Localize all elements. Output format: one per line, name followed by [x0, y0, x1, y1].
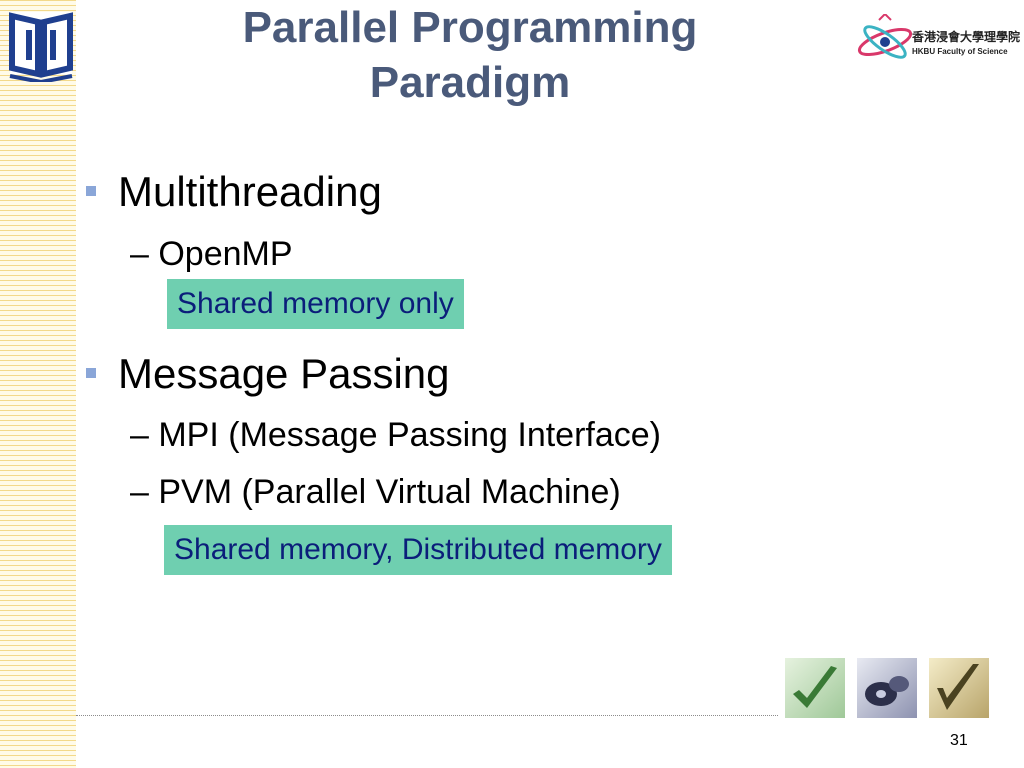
subitem-mpi: – MPI (Message Passing Interface)	[130, 416, 662, 454]
logo-chinese-text: 香港浸會大學理學院	[912, 30, 1021, 44]
faculty-of-science-logo: 香港浸會大學理學院 HKBU Faculty of Science	[855, 14, 1020, 70]
disc-icon	[857, 658, 917, 718]
slide-title-line1: Parallel Programming	[242, 3, 698, 52]
slide-title-line2: Paradigm	[369, 58, 571, 107]
subitem-openmp: – OpenMP	[130, 235, 293, 273]
page-number: 31	[950, 732, 968, 749]
subitem-pvm: – PVM (Parallel Virtual Machine)	[130, 473, 621, 511]
bullet-marker-1	[86, 186, 96, 196]
checkmark-green-icon	[785, 658, 845, 718]
atom-logo-icon	[857, 14, 913, 59]
footer-divider	[76, 715, 778, 716]
bullet-message-passing: Message Passing	[118, 350, 450, 397]
checkmark-gold-icon	[929, 658, 989, 718]
callout-shared-distributed-memory: Shared memory, Distributed memory	[164, 525, 672, 575]
bullet-multithreading: Multithreading	[118, 168, 382, 215]
callout-shared-memory-only: Shared memory only	[167, 279, 464, 329]
left-decorative-strip	[0, 0, 76, 768]
slide-title: Parallel Programming Paradigm	[160, 0, 780, 110]
bullet-marker-2	[86, 368, 96, 378]
hkbu-book-logo-icon	[9, 12, 73, 82]
logo-english-text: HKBU Faculty of Science	[912, 47, 1008, 56]
